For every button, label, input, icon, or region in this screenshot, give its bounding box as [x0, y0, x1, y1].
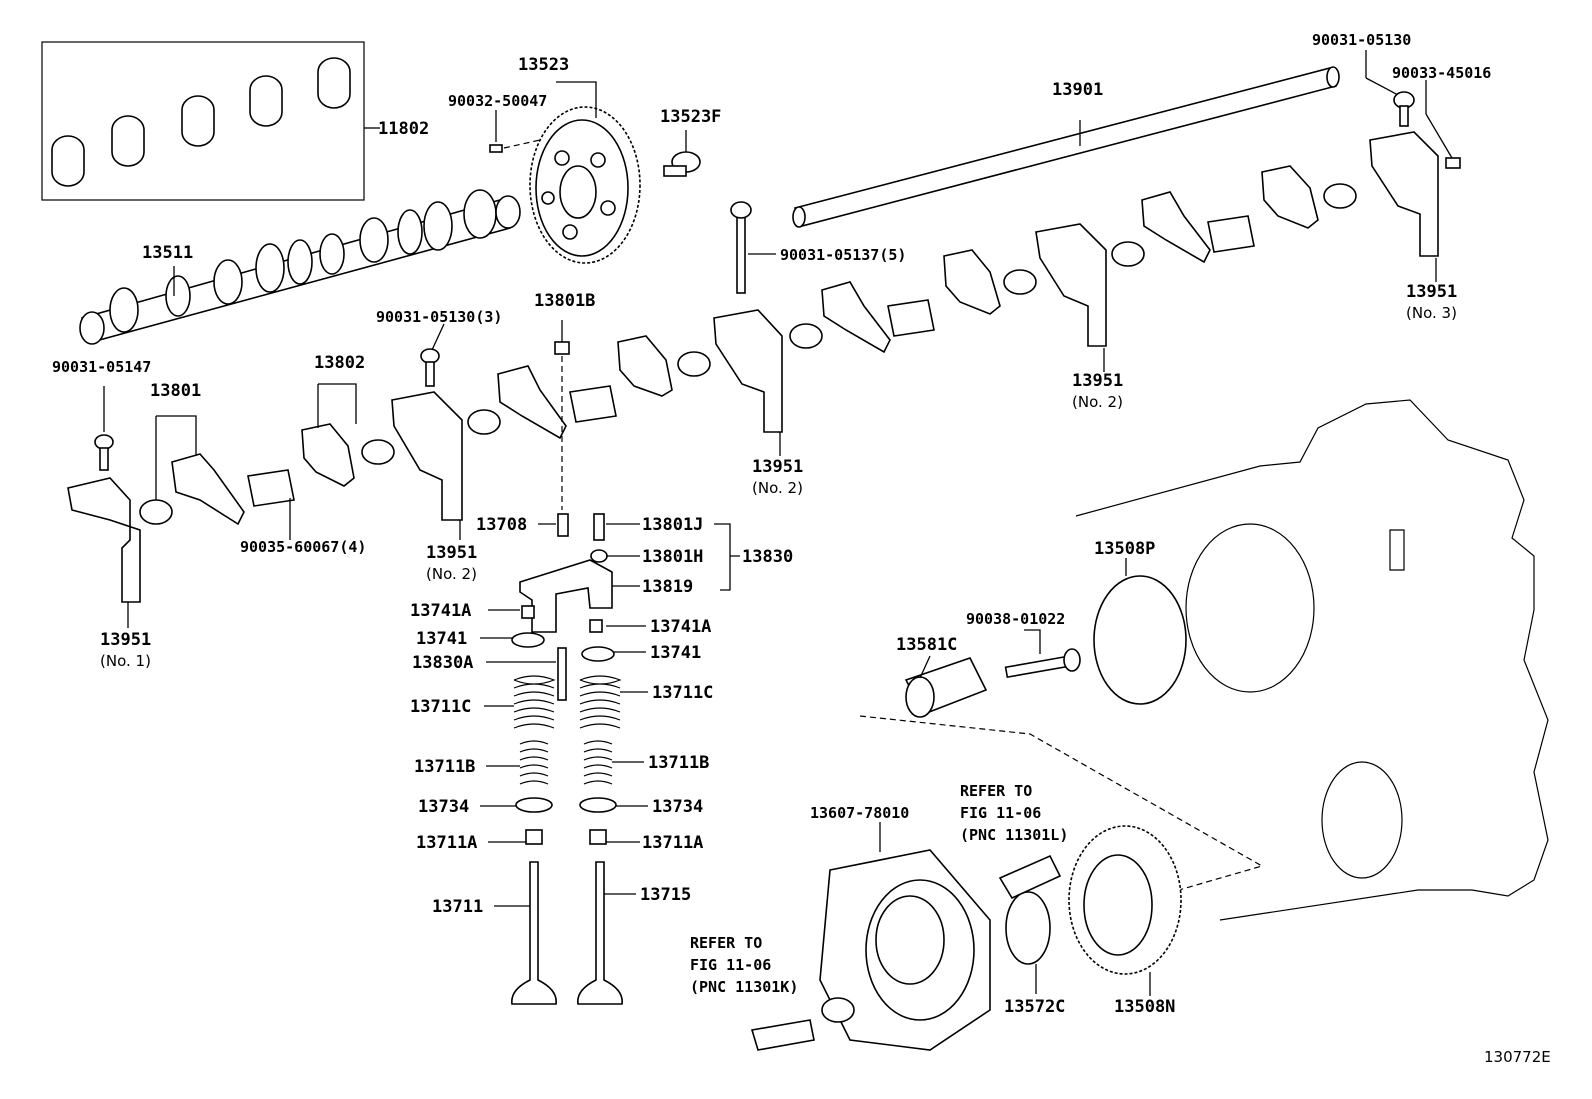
refer-right-line2: FIG 11-06 [960, 804, 1041, 822]
bolt-90038 [1004, 648, 1081, 679]
part-labels: 11802 13523 90032-50047 13523F 13901 900… [52, 31, 1491, 1017]
label-13741A-left: 13741A [410, 601, 471, 621]
label-13711B-left: 13711B [414, 757, 475, 777]
label-13741A-right: 13741A [650, 617, 711, 637]
label-13741-right: 13741 [650, 643, 701, 663]
refer-left-line2: FIG 11-06 [690, 956, 771, 974]
figure-code: 130772E [1484, 1048, 1551, 1066]
label-11802: 11802 [378, 119, 429, 139]
label-90031-05147: 90031-05147 [52, 358, 151, 376]
refer-left-line1: REFER TO [690, 934, 762, 952]
label-90038-01022: 90038-01022 [966, 610, 1065, 628]
label-90033-45016: 90033-45016 [1392, 64, 1491, 82]
label-13711B-right: 13711B [648, 753, 709, 773]
label-13511: 13511 [142, 243, 193, 263]
label-13734-right: 13734 [652, 797, 703, 817]
long-bolt [730, 201, 776, 294]
note-no1: (No. 1) [100, 652, 151, 670]
rocker-shaft [792, 66, 1340, 228]
label-13801B: 13801B [534, 291, 595, 311]
label-13951-no2-right: 13951 [1072, 371, 1123, 391]
label-13734-left: 13734 [418, 797, 469, 817]
label-13830: 13830 [742, 547, 793, 567]
label-13802: 13802 [314, 353, 365, 373]
bearing-set-box [41, 41, 380, 201]
top-right-fasteners [1365, 50, 1461, 169]
label-13951-no3: 13951 [1406, 282, 1457, 302]
label-90031-05130-top: 90031-05130 [1312, 31, 1411, 49]
label-13572C: 13572C [1004, 997, 1065, 1017]
label-13819: 13819 [642, 577, 693, 597]
label-13951-no2-mid: 13951 [752, 457, 803, 477]
label-13830A: 13830A [412, 653, 473, 673]
rocker-assembly [67, 131, 1439, 603]
label-13711: 13711 [432, 897, 483, 917]
assembly-dashes [859, 715, 1264, 893]
cam-gear [489, 106, 641, 264]
camshaft [79, 189, 521, 345]
label-13523: 13523 [518, 55, 569, 75]
label-13715: 13715 [640, 885, 691, 905]
label-13801H: 13801H [642, 547, 703, 567]
refer-left-line3: (PNC 11301K) [690, 978, 798, 996]
refer-right-line3: (PNC 11301L) [960, 826, 1068, 844]
refer-parts [750, 854, 1062, 1051]
label-13741-left: 13741 [416, 629, 467, 649]
label-13581C: 13581C [896, 635, 957, 655]
label-13951-no1: 13951 [100, 630, 151, 650]
label-13508N: 13508N [1114, 997, 1175, 1017]
idler-shaft-13581C [904, 657, 988, 718]
leader-lines [103, 81, 1437, 996]
label-13607-78010: 13607-78010 [810, 804, 909, 822]
label-13951-no2-left: 13951 [426, 543, 477, 563]
note-no2-right: (No. 2) [1072, 393, 1123, 411]
label-13901: 13901 [1052, 80, 1103, 100]
vacuum-pump [819, 849, 991, 1051]
label-13711A-left: 13711A [416, 833, 477, 853]
label-13801: 13801 [150, 381, 201, 401]
label-13508P: 13508P [1094, 539, 1155, 559]
label-13523F: 13523F [660, 107, 721, 127]
note-no3: (No. 3) [1406, 304, 1457, 322]
label-13711C-right: 13711C [652, 683, 713, 703]
washer-13572C [1005, 891, 1051, 965]
label-13711C-left: 13711C [410, 697, 471, 717]
label-90031-05137: 90031-05137(5) [780, 246, 906, 264]
label-90035-60067: 90035-60067(4) [240, 538, 366, 556]
valve-train [511, 356, 623, 1005]
note-no2-left: (No. 2) [426, 565, 477, 583]
refer-notes: REFER TO FIG 11-06 (PNC 11301K) REFER TO… [690, 782, 1068, 996]
label-90032-50047: 90032-50047 [448, 92, 547, 110]
note-no2-mid: (No. 2) [752, 479, 803, 497]
label-90031-05130-3: 90031-05130(3) [376, 308, 502, 326]
gear-bolt-13523F [663, 130, 701, 177]
label-13711A-right: 13711A [642, 833, 703, 853]
engine-block-outline [1075, 399, 1549, 921]
o-ring-13508P [1093, 575, 1187, 705]
label-13708: 13708 [476, 515, 527, 535]
label-13801J: 13801J [642, 515, 703, 535]
gear-13508N [1068, 825, 1182, 975]
refer-right-line1: REFER TO [960, 782, 1032, 800]
